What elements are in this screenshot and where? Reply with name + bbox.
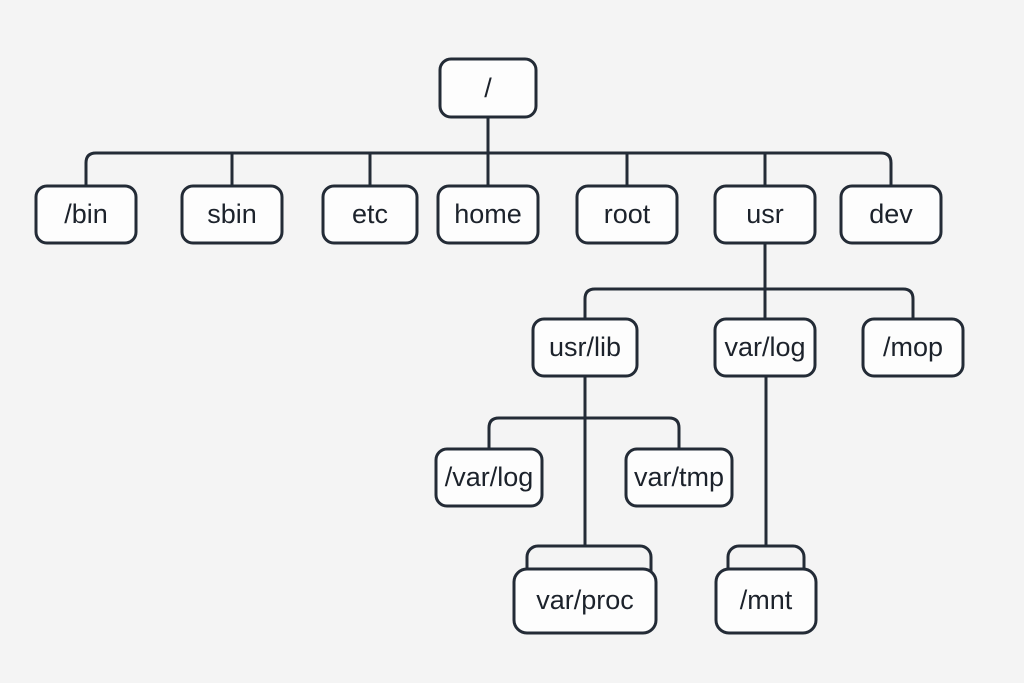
node-varproc-box[interactable]: [512, 567, 658, 635]
edge-root-bus: [84, 151, 893, 186]
node-dev[interactable]: dev: [839, 184, 943, 245]
node-root-label: /: [484, 73, 492, 103]
node-usrlib[interactable]: usr/lib: [531, 317, 639, 378]
node-vartmp-box[interactable]: [624, 447, 734, 508]
node-varlog-box[interactable]: [713, 317, 817, 378]
node-varlog2-label: /var/log: [445, 462, 534, 492]
node-sbin[interactable]: sbin: [180, 184, 284, 245]
node-mnt-label: /mnt: [740, 585, 793, 615]
node-sbin-box[interactable]: [180, 184, 284, 245]
node-rootdir-box[interactable]: [575, 184, 679, 245]
node-varlog-label: var/log: [724, 332, 805, 362]
node-home[interactable]: home: [436, 184, 540, 245]
node-varlog2-box[interactable]: [434, 447, 544, 508]
node-root-box[interactable]: [438, 57, 538, 119]
node-dev-label: dev: [869, 199, 913, 229]
edge-usr-bus: [583, 287, 915, 319]
node-bin-box[interactable]: [34, 184, 138, 245]
edge-group-usrlib: [487, 377, 681, 570]
node-etc-label: etc: [352, 199, 388, 229]
node-etc-box[interactable]: [321, 184, 419, 245]
node-bin[interactable]: /bin: [34, 184, 138, 245]
node-mnt[interactable]: /mnt: [714, 544, 818, 635]
edge-group-usr: [583, 244, 915, 319]
node-etc[interactable]: etc: [321, 184, 419, 245]
node-varlog2[interactable]: /var/log: [434, 447, 544, 508]
node-mop-label: /mop: [883, 332, 943, 362]
node-mnt-box[interactable]: [714, 567, 818, 635]
node-varlog[interactable]: var/log: [713, 317, 817, 378]
node-sbin-label: sbin: [207, 199, 257, 229]
node-dev-box[interactable]: [839, 184, 943, 245]
node-usrlib-box[interactable]: [531, 317, 639, 378]
edge-usrlib-bus: [487, 416, 681, 449]
node-mop-box[interactable]: [861, 317, 965, 378]
node-rootdir[interactable]: root: [575, 184, 679, 245]
node-mop[interactable]: /mop: [861, 317, 965, 378]
node-usrlib-label: usr/lib: [549, 332, 621, 362]
node-usr-box[interactable]: [713, 184, 817, 245]
node-usr[interactable]: usr: [713, 184, 817, 245]
node-bin-label: /bin: [64, 199, 108, 229]
node-vartmp[interactable]: var/tmp: [624, 447, 734, 508]
node-usr-label: usr: [746, 199, 784, 229]
node-varproc-label: var/proc: [536, 585, 634, 615]
node-home-label: home: [454, 199, 522, 229]
node-varproc[interactable]: var/proc: [512, 544, 658, 635]
node-home-box[interactable]: [436, 184, 540, 245]
node-rootdir-label: root: [604, 199, 651, 229]
node-vartmp-label: var/tmp: [634, 462, 724, 492]
node-root[interactable]: /: [438, 57, 538, 119]
